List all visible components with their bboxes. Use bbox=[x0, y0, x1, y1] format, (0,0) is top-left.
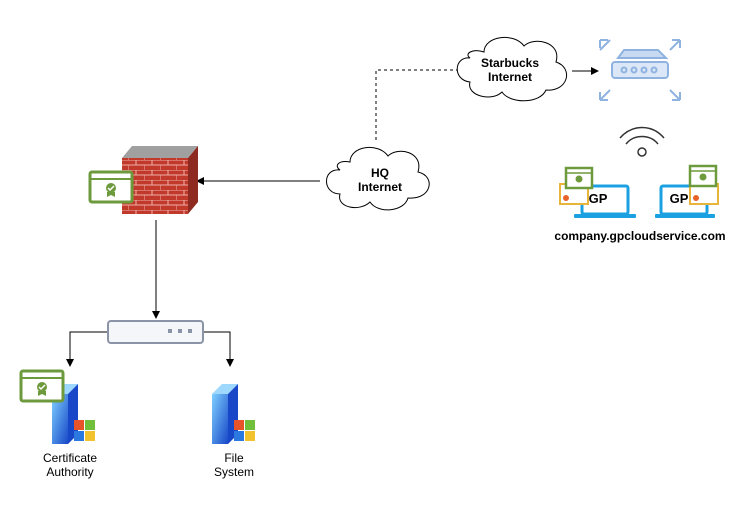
label-line: Starbucks bbox=[480, 56, 540, 70]
gp-label: GP bbox=[669, 191, 689, 206]
remote-caption: company.gpcloudservice.com bbox=[554, 229, 726, 243]
starbucks-internet-cloud[interactable] bbox=[456, 37, 567, 102]
gp-label: GP bbox=[588, 191, 608, 206]
label-line: Internet bbox=[357, 180, 402, 194]
wifi-icon bbox=[619, 126, 665, 157]
certificate-icon bbox=[564, 166, 594, 190]
file-system-label: File System bbox=[184, 451, 284, 479]
hq-to-starbucks-dashed bbox=[375, 69, 458, 140]
label-line: Authority bbox=[46, 465, 94, 479]
wireless-router-icon[interactable] bbox=[599, 39, 681, 101]
label-line: System bbox=[213, 465, 254, 479]
windows-server-icon[interactable] bbox=[52, 384, 95, 444]
switch-to-ca-arrow bbox=[66, 331, 108, 367]
label-line: Internet bbox=[487, 70, 532, 84]
certificate-icon bbox=[688, 164, 718, 188]
switch-to-fs-arrow bbox=[203, 331, 234, 367]
starbucks-internet-label: Starbucks Internet bbox=[470, 56, 550, 84]
certificate-icon bbox=[88, 170, 134, 204]
windows-server-icon[interactable] bbox=[212, 384, 255, 444]
hq-internet-label: HQ Internet bbox=[340, 166, 420, 194]
certificate-authority-label: Certificate Authority bbox=[20, 451, 120, 479]
connectors bbox=[66, 67, 599, 367]
label-line: File bbox=[224, 451, 244, 465]
label-line: HQ bbox=[371, 166, 389, 180]
hq-internet-cloud[interactable] bbox=[326, 147, 430, 211]
network-switch-icon[interactable] bbox=[107, 320, 204, 344]
certificate-icon bbox=[19, 369, 65, 403]
label-line: Certificate bbox=[42, 451, 98, 465]
